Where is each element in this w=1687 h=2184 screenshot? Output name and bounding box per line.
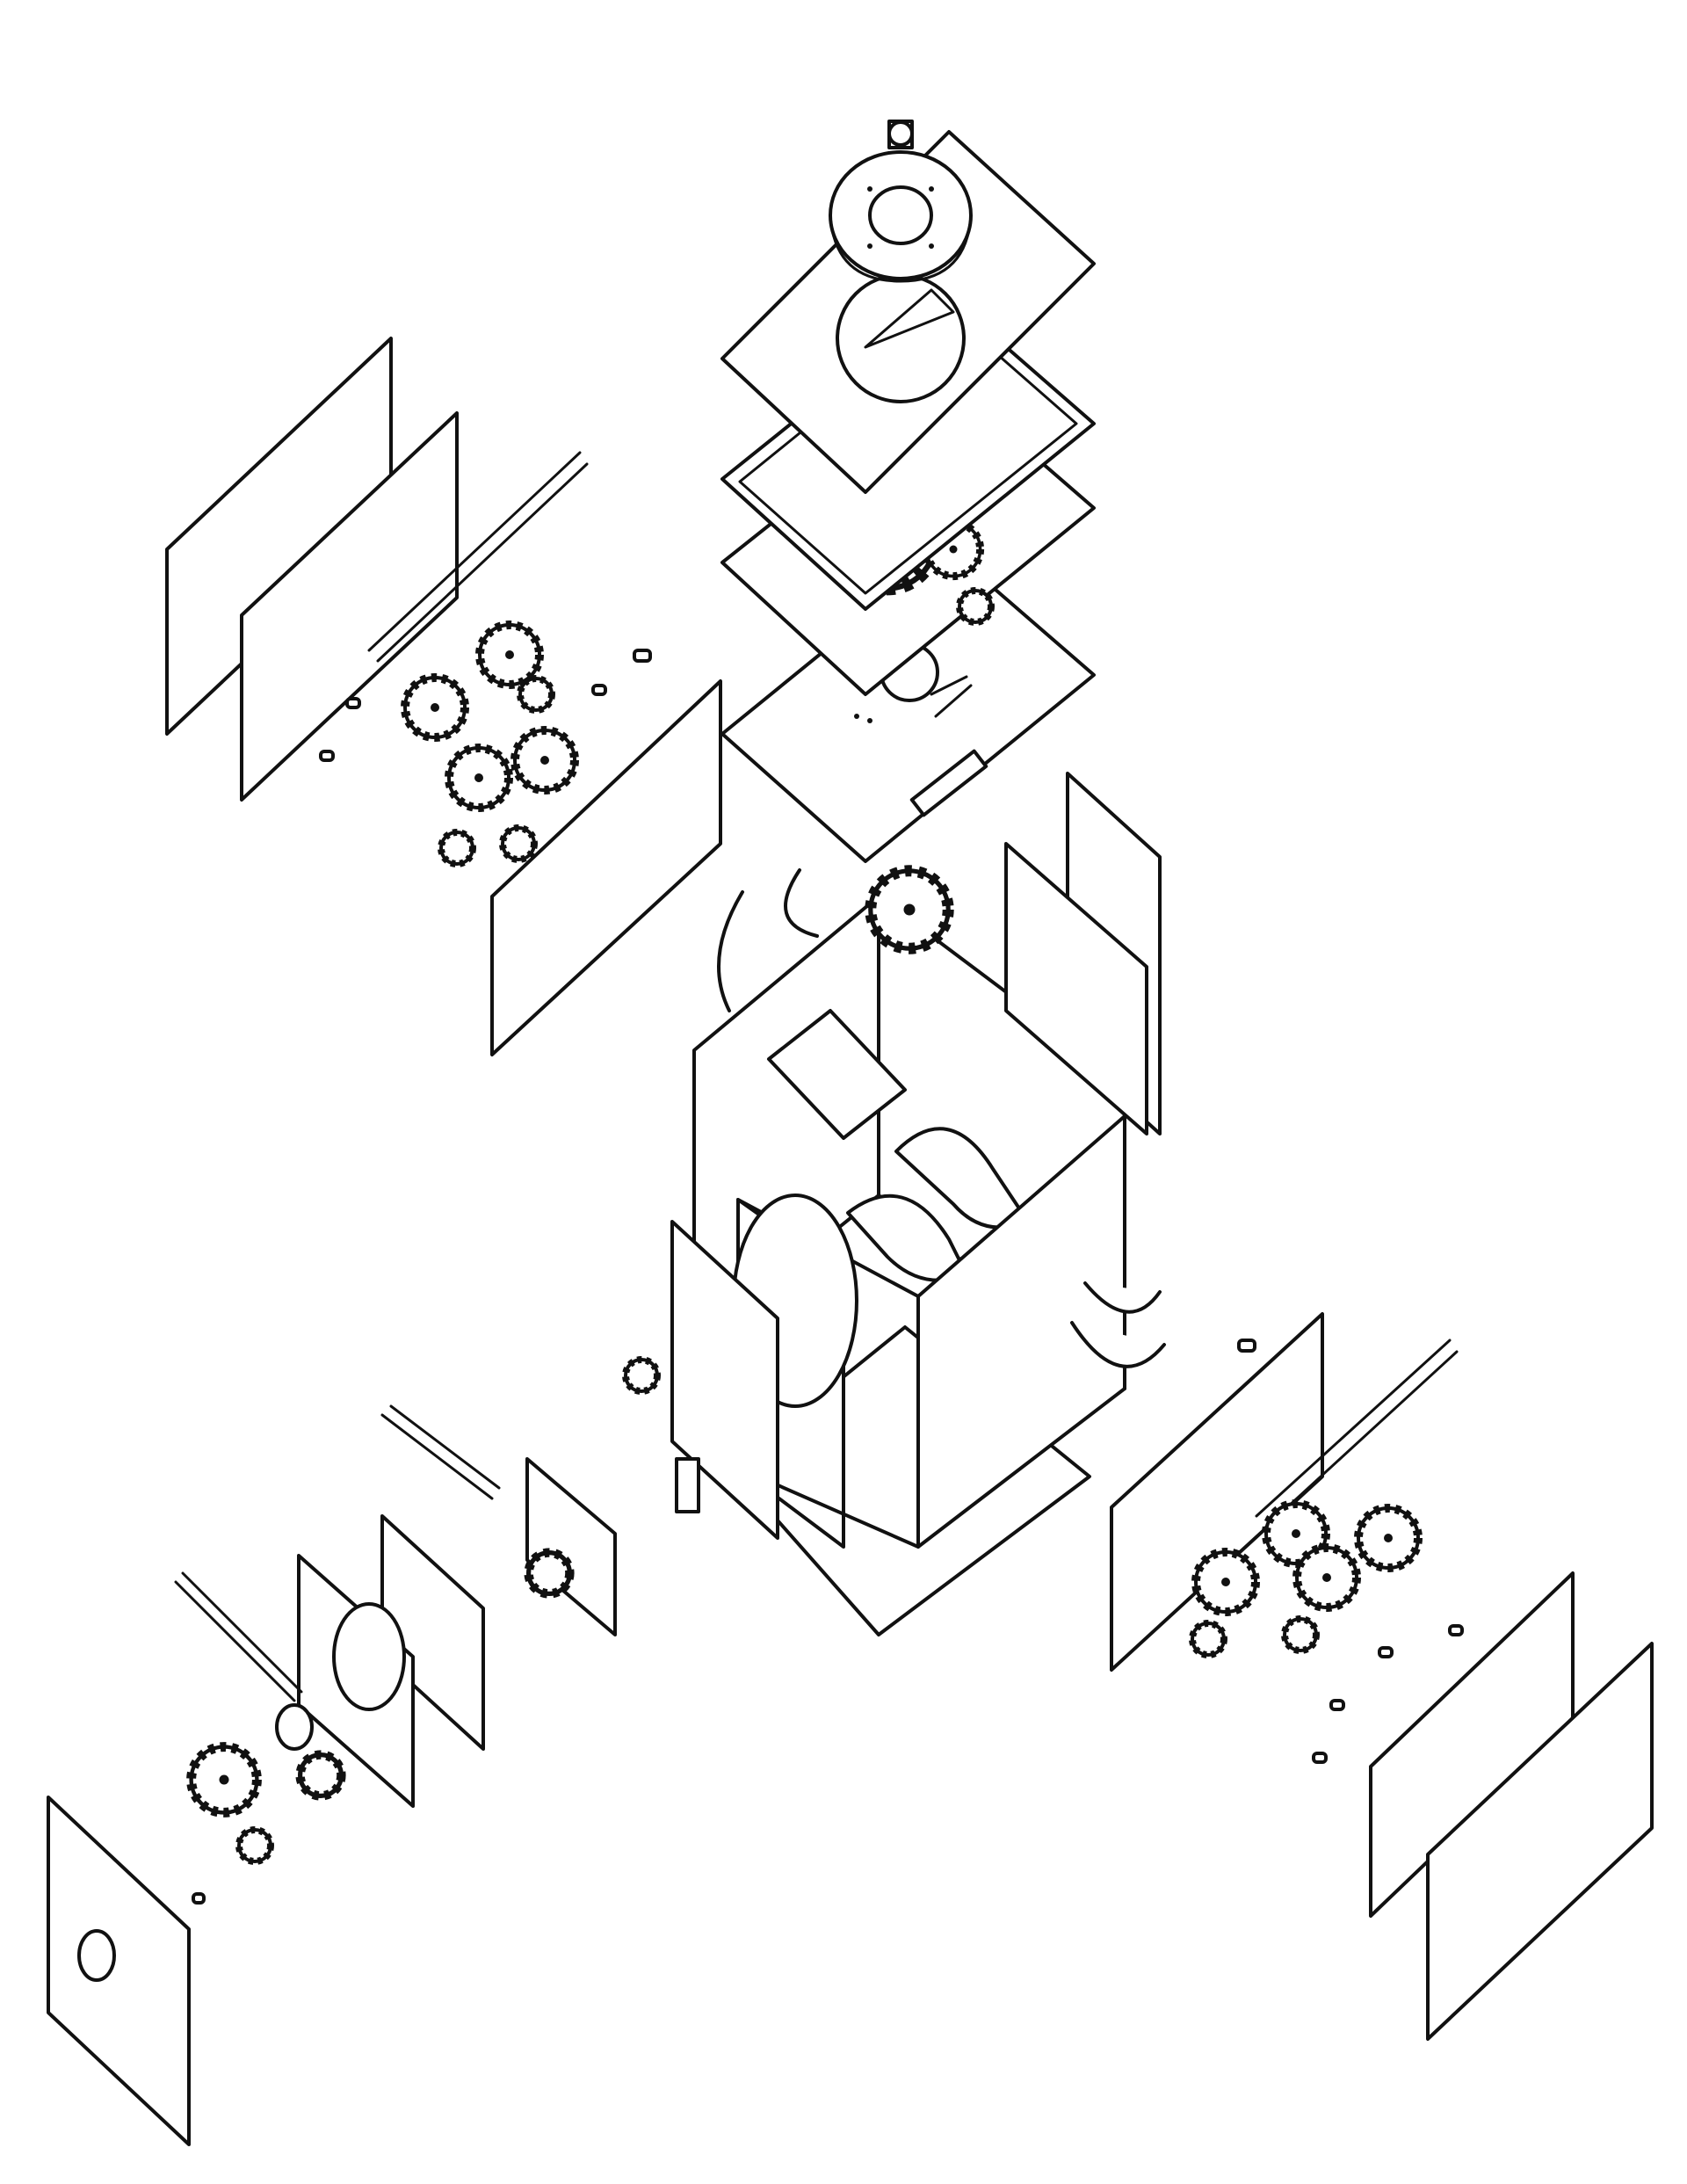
front-cover-plate	[47, 1796, 206, 2146]
gear-icon	[871, 871, 948, 948]
gear-icon	[515, 730, 575, 790]
gear-icon	[300, 1755, 342, 1796]
gear-icon	[959, 591, 991, 622]
gear-icon	[626, 1360, 657, 1391]
gear-icon	[1192, 1623, 1224, 1655]
gear-icon	[529, 1553, 570, 1594]
gear-icon	[1358, 1508, 1418, 1568]
gear-icon	[520, 678, 552, 710]
gear-icon	[480, 625, 539, 685]
left-panel-group	[165, 337, 722, 1056]
gear-icon	[239, 1830, 271, 1861]
gear-icon	[192, 1747, 257, 1813]
top-cap-ring	[829, 120, 973, 283]
gear-icon	[405, 678, 465, 737]
main-box	[670, 772, 1166, 1636]
gear-icon	[1196, 1552, 1256, 1612]
gear-icon	[449, 748, 509, 808]
gear-icon	[503, 828, 534, 860]
right-panel-group	[1110, 1312, 1654, 2041]
gear-icon	[1285, 1619, 1316, 1651]
front-gear-module	[174, 1360, 700, 1861]
top-plate	[720, 130, 1096, 494]
top-stack	[720, 120, 1096, 863]
gear-icon	[1297, 1548, 1357, 1607]
gear-icon	[441, 832, 473, 864]
